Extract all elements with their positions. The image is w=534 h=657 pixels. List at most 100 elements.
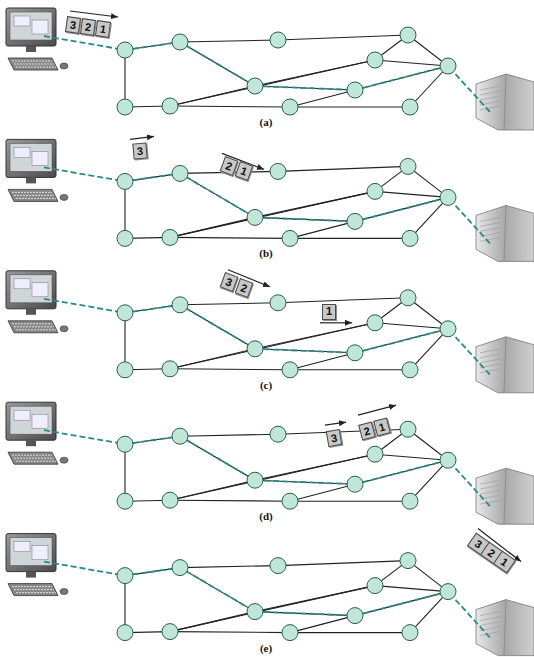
mouse — [60, 326, 68, 332]
switch-node — [282, 625, 298, 641]
packet-number: 2 — [239, 282, 249, 294]
network-link — [290, 106, 410, 107]
switch-node — [162, 98, 178, 114]
network-link — [180, 434, 278, 436]
window — [14, 147, 30, 157]
network-link — [375, 586, 448, 592]
network-link — [170, 586, 375, 632]
switch-node — [440, 58, 456, 74]
switch-node — [117, 230, 133, 246]
packet-box: 3 — [65, 16, 81, 34]
panel-label: (a) — [260, 116, 273, 128]
mouse — [60, 589, 68, 595]
switch-node — [347, 476, 363, 492]
network-link — [290, 353, 355, 370]
mouse — [60, 63, 68, 69]
switch-node — [247, 78, 263, 94]
packet-number: 3 — [136, 146, 143, 157]
switch-node — [117, 568, 133, 584]
direction-arrow — [70, 11, 118, 17]
packet-box: 1 — [373, 418, 391, 437]
switch-node — [402, 625, 418, 641]
keyboard — [8, 321, 58, 333]
window — [32, 151, 48, 165]
network-link — [170, 191, 375, 237]
window — [14, 410, 30, 420]
packet-box: 1 — [95, 20, 111, 38]
packet-box: 2 — [235, 278, 254, 298]
switch-node — [400, 290, 416, 306]
keyboard — [8, 452, 58, 464]
direction-arrow — [320, 322, 352, 323]
monitor-stand — [26, 572, 36, 578]
network-link — [278, 166, 408, 171]
switch-node — [162, 492, 178, 508]
network-link — [170, 106, 290, 107]
server — [476, 205, 534, 261]
switch-node — [270, 163, 286, 179]
packet-number: 2 — [486, 546, 497, 559]
window — [14, 279, 30, 289]
switch-node — [402, 362, 418, 378]
network-link — [375, 60, 448, 66]
network-link — [180, 40, 278, 42]
switch-node — [367, 578, 383, 594]
switch-node — [162, 361, 178, 377]
window — [32, 546, 48, 560]
switch-node — [117, 99, 133, 115]
switch-node — [162, 229, 178, 245]
server — [476, 74, 534, 130]
switch-node — [400, 27, 416, 43]
switch-node — [402, 493, 418, 509]
monitor — [6, 534, 56, 572]
direction-arrow — [358, 405, 396, 415]
network-panel — [6, 8, 534, 130]
switch-node — [282, 493, 298, 509]
switch-node — [367, 183, 383, 199]
monitor — [6, 402, 56, 440]
monitor — [6, 8, 56, 46]
switch-node — [270, 32, 286, 48]
packet-number: 2 — [363, 425, 372, 437]
switch-node — [367, 52, 383, 68]
network-link — [170, 454, 375, 500]
switch-node — [347, 82, 363, 98]
route-path — [44, 299, 490, 375]
packet-box: 1 — [235, 161, 254, 181]
switch-node — [402, 230, 418, 246]
switch-node — [247, 472, 263, 488]
monitor — [6, 139, 56, 177]
switch-node — [117, 173, 133, 189]
window — [32, 20, 48, 34]
direction-arrow — [130, 136, 154, 139]
switch-node — [282, 99, 298, 115]
network-link — [170, 237, 290, 238]
switch-node — [367, 446, 383, 462]
server — [476, 337, 534, 393]
network-link — [124, 50, 125, 107]
network-link — [170, 60, 375, 106]
network-link — [170, 500, 290, 501]
switch-node — [402, 99, 418, 115]
server — [476, 468, 534, 524]
monitor-stand — [26, 46, 36, 52]
monitor — [6, 271, 56, 309]
switch-node — [117, 493, 133, 509]
switch-node — [247, 341, 263, 357]
network-link — [290, 632, 410, 633]
network-panel — [6, 534, 534, 656]
switch-node — [270, 295, 286, 311]
network-link — [170, 632, 290, 633]
switch-node — [117, 42, 133, 58]
switch-node — [282, 230, 298, 246]
packet-number: 3 — [224, 276, 234, 288]
network-link — [278, 35, 408, 40]
switch-node — [367, 315, 383, 331]
network-panel — [6, 271, 534, 393]
packet-number: 3 — [69, 19, 77, 31]
network-link — [180, 303, 278, 305]
network-link — [290, 238, 410, 239]
window — [14, 16, 30, 26]
route-path — [44, 36, 490, 112]
